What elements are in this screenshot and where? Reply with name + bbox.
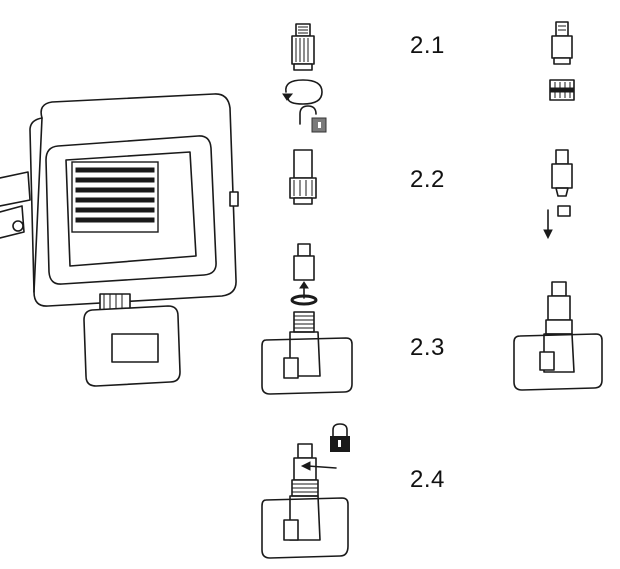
down-arrow-icon xyxy=(543,209,553,240)
step-2-3-right xyxy=(513,281,603,391)
step-label-2-2: 2.2 xyxy=(410,166,445,193)
floodlight-illustration xyxy=(0,93,239,387)
locked-padlock-icon xyxy=(330,423,350,452)
step-2-1-right xyxy=(549,21,575,101)
led-array xyxy=(75,167,155,223)
left-arrow-icon xyxy=(300,461,337,471)
step-2-2-left xyxy=(289,149,317,205)
step-label-2-1: 2.1 xyxy=(410,32,445,59)
step-label-2-3: 2.3 xyxy=(410,334,445,361)
step-2-2-right xyxy=(551,149,573,217)
unlocked-padlock-icon xyxy=(299,105,327,133)
rotate-arrow-icon xyxy=(282,79,323,105)
step-label-2-4: 2.4 xyxy=(410,466,445,493)
step-2-1-left xyxy=(291,23,315,71)
step-2-3-left xyxy=(261,243,353,395)
step-2-4-assembly xyxy=(261,443,349,559)
